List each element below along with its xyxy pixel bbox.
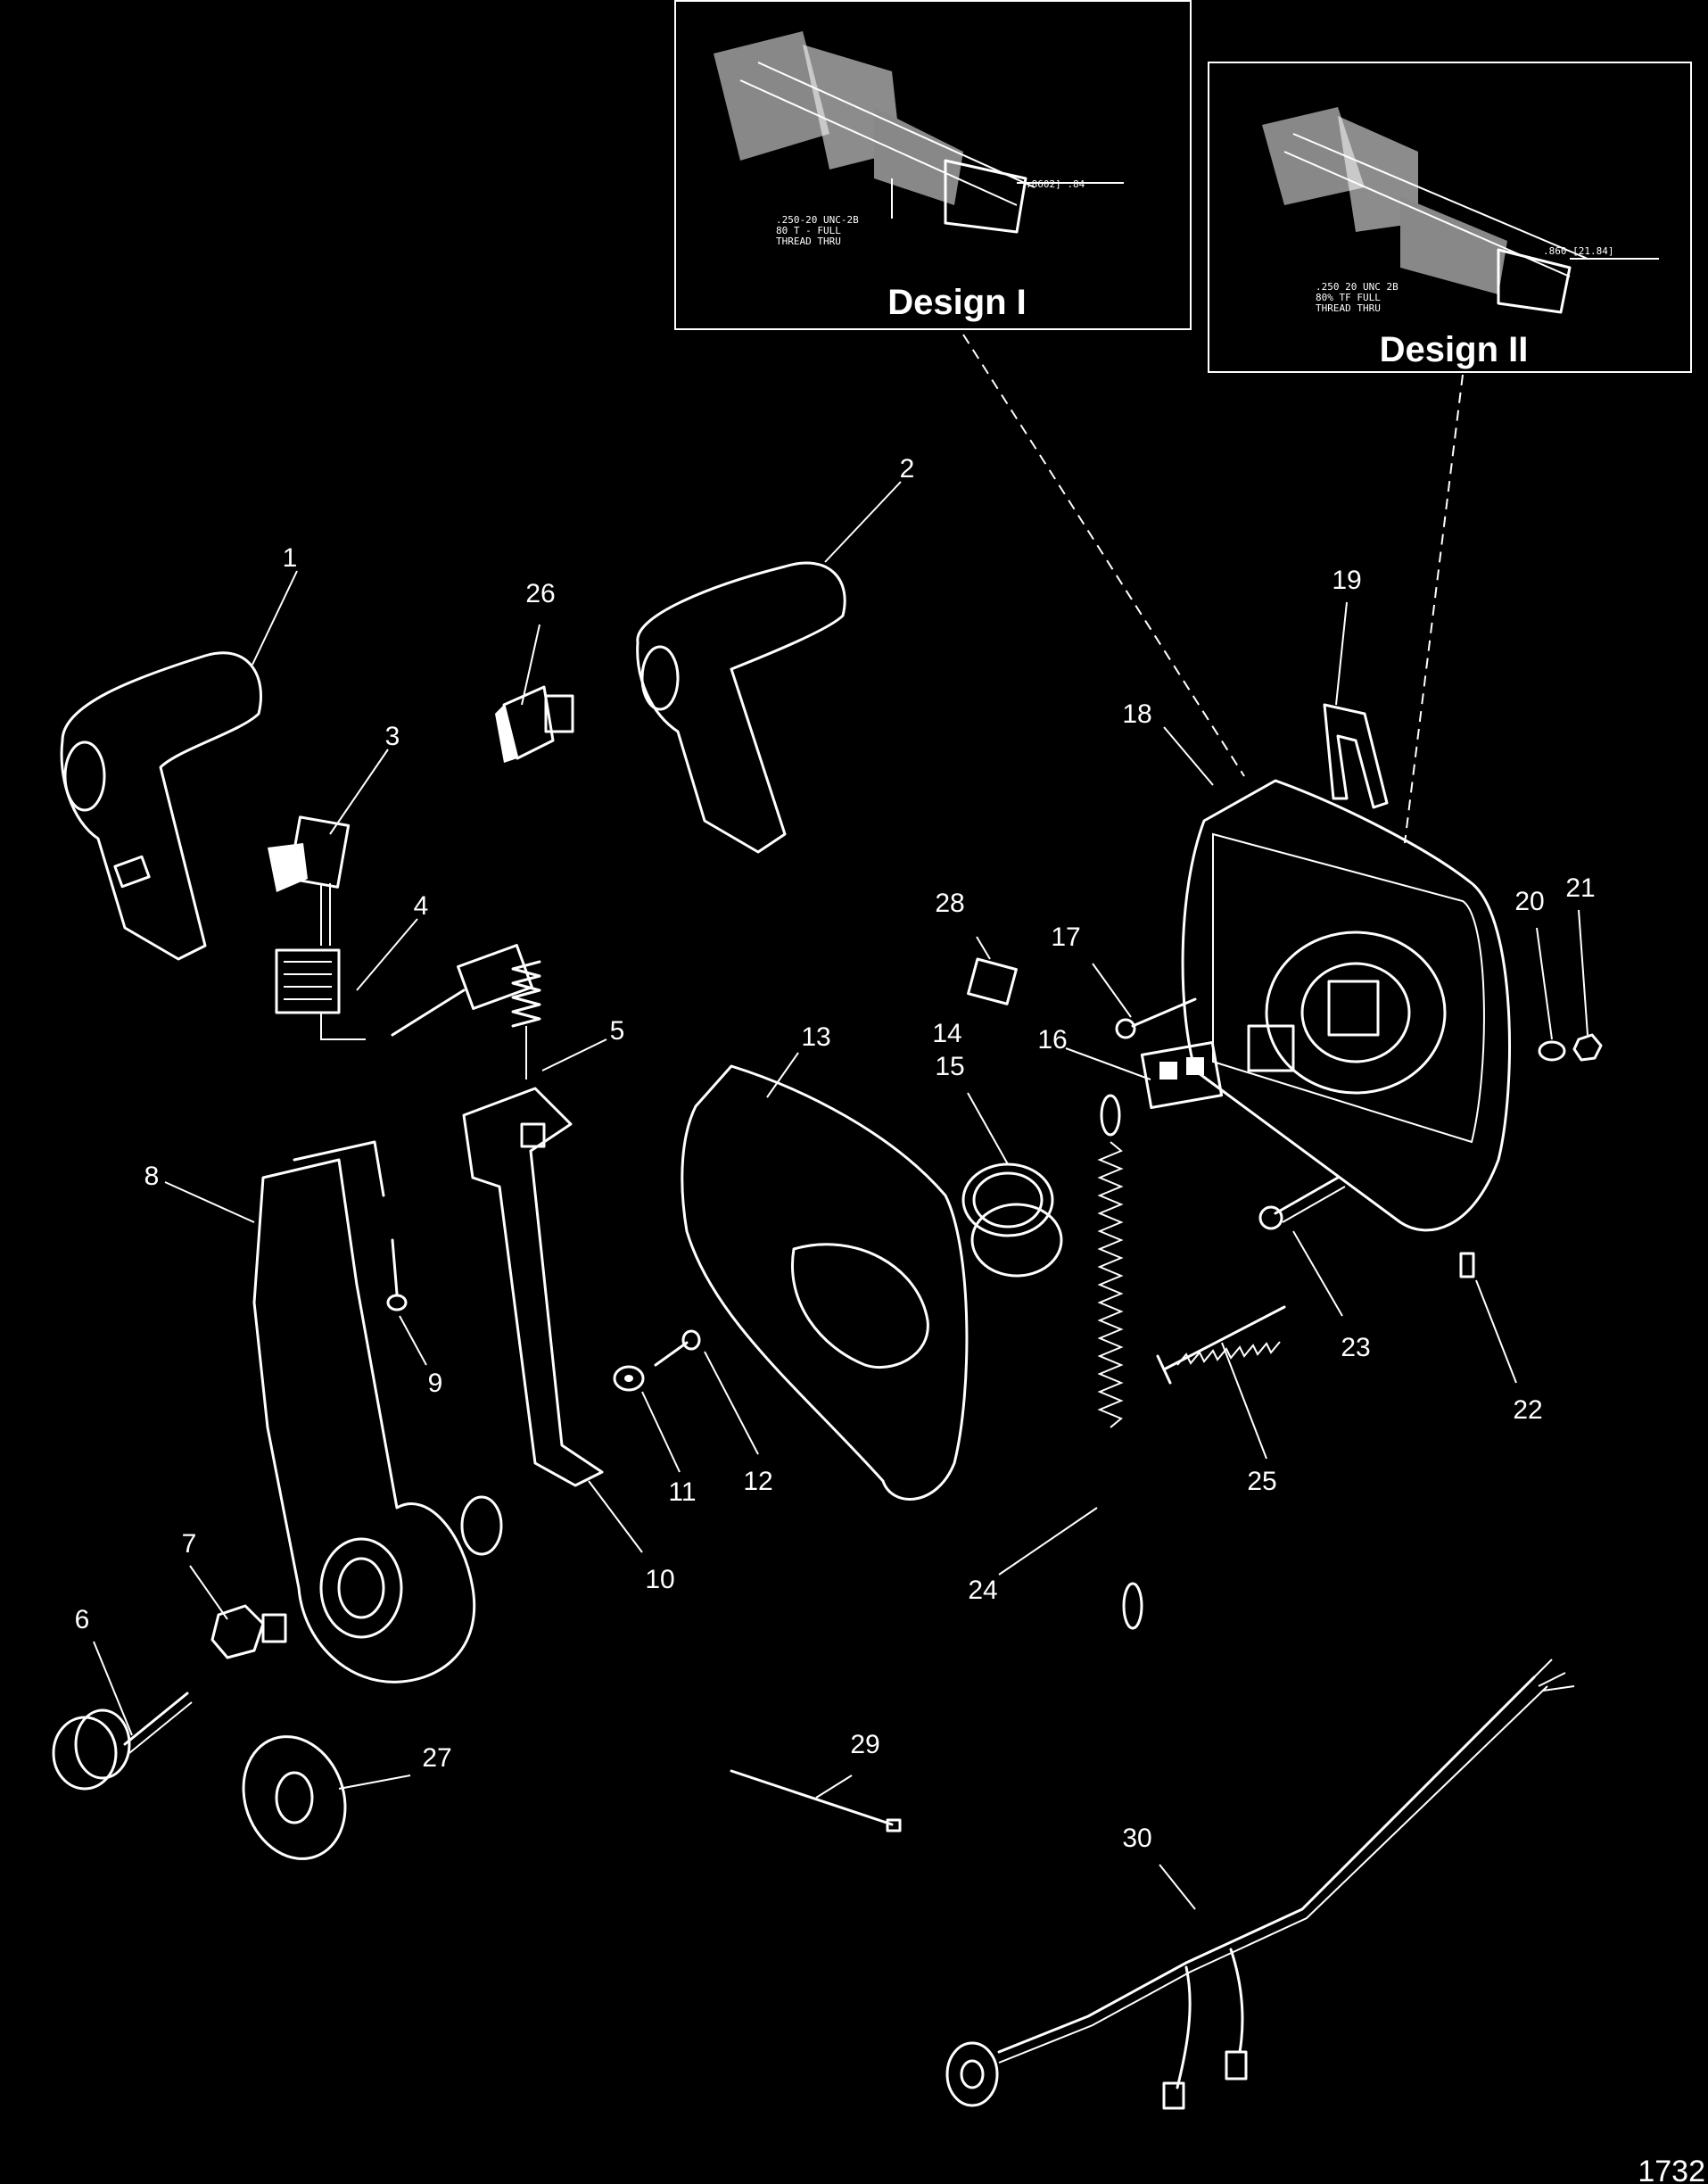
design-1-note-line-3: THREAD THRU [776,236,841,247]
inset-design-2: .860 [21.84] .250 20 UNC 2B 80% TF FULL … [1208,62,1692,373]
callout-10: 10 [645,1565,674,1594]
callout-leaders [93,481,1588,1910]
callout-22: 22 [1513,1395,1542,1425]
part-13-cover-plate [681,1064,969,1501]
design-1-note-line-1: .250-20 UNC-2B [776,214,859,226]
inset-2-dashed-leader [1404,374,1464,844]
part-18-housing [1181,779,1511,1232]
callout-28: 28 [935,889,964,918]
part-9-screw [386,1238,408,1311]
part-29-cable-tie [730,1769,902,1832]
inset-1-dashed-leader [962,334,1245,777]
callout-25: 25 [1247,1467,1276,1496]
callout-30: 30 [1122,1824,1151,1853]
callout-21: 21 [1565,873,1595,903]
part-23-screw [1258,1176,1346,1230]
callout-12: 12 [743,1467,772,1496]
part-11-washer [613,1365,645,1392]
part-24-spring-cable [1097,1094,1143,1630]
part-12-screw [654,1329,701,1367]
part-16-connector [1140,1041,1224,1109]
inset-design-1: .8602] .84 .250-20 UNC-2B 80 T - FULL TH… [674,0,1192,330]
part-27-washer-plate [242,1735,347,1860]
design-2-title: Design II [1380,330,1529,369]
part-4-connector [275,944,533,1040]
callout-6: 6 [75,1605,90,1634]
design-1-note-line-2: 80 T - FULL [776,225,841,236]
part-19-clip [1323,703,1389,809]
callout-24: 24 [968,1576,997,1605]
design-2-dimension: .860 [21.84] [1543,245,1613,257]
callout-29: 29 [850,1730,879,1759]
part-28-pad [967,957,1018,1005]
design-1-section-drawing [714,31,1124,234]
design-2-note-line-3: THREAD THRU [1316,302,1381,314]
callout-18: 18 [1122,699,1151,729]
part-26-switch-block [495,685,574,763]
part-3-switch [268,815,351,946]
callout-2: 2 [900,454,915,484]
part-10-bracket [462,1087,604,1487]
callout-19: 19 [1332,566,1361,595]
callout-5: 5 [610,1016,625,1046]
callout-27: 27 [422,1743,451,1773]
design-2-note-line-2: 80% TF FULL [1316,292,1381,303]
callout-3: 3 [385,722,400,751]
part-7-nut [210,1604,287,1659]
callout-20: 20 [1514,887,1544,916]
part-6-knob [52,1692,193,1791]
callout-9: 9 [428,1369,443,1398]
design-1-title: Design I [887,283,1027,322]
callout-1: 1 [283,543,298,573]
design-2-note-line-1: .250 20 UNC 2B [1316,281,1399,293]
part-1-handle [60,651,262,961]
callout-7: 7 [182,1529,197,1559]
callout-17: 17 [1051,922,1080,952]
part-25-wood-screw [1156,1305,1286,1385]
callout-13: 13 [801,1022,830,1052]
callout-14: 14 [932,1019,961,1048]
part-22-set-screw [1459,1252,1475,1278]
design-1-dimension: .8602] .84 [1026,178,1085,190]
figure-id: 1732 [1638,2155,1705,2184]
part-5-spring [511,960,541,1080]
callout-26: 26 [525,579,555,608]
callout-4: 4 [414,891,429,921]
callout-labels: 1 2 3 4 5 6 7 8 9 10 11 12 13 14 15 16 1… [75,454,1596,1853]
callout-16: 16 [1037,1025,1067,1055]
part-21-nut [1572,1033,1603,1062]
callout-23: 23 [1341,1333,1370,1362]
part-2-handle [636,561,846,854]
part-8-lever-arm [252,1140,503,1684]
part-15-bushing [961,1162,1063,1278]
callout-11: 11 [668,1477,696,1507]
design-2-section-drawing [1262,107,1659,314]
part-30-wire-harness [945,1659,1575,2110]
part-20-washer [1538,1040,1566,1062]
callout-8: 8 [144,1162,160,1191]
callout-15: 15 [935,1052,964,1081]
